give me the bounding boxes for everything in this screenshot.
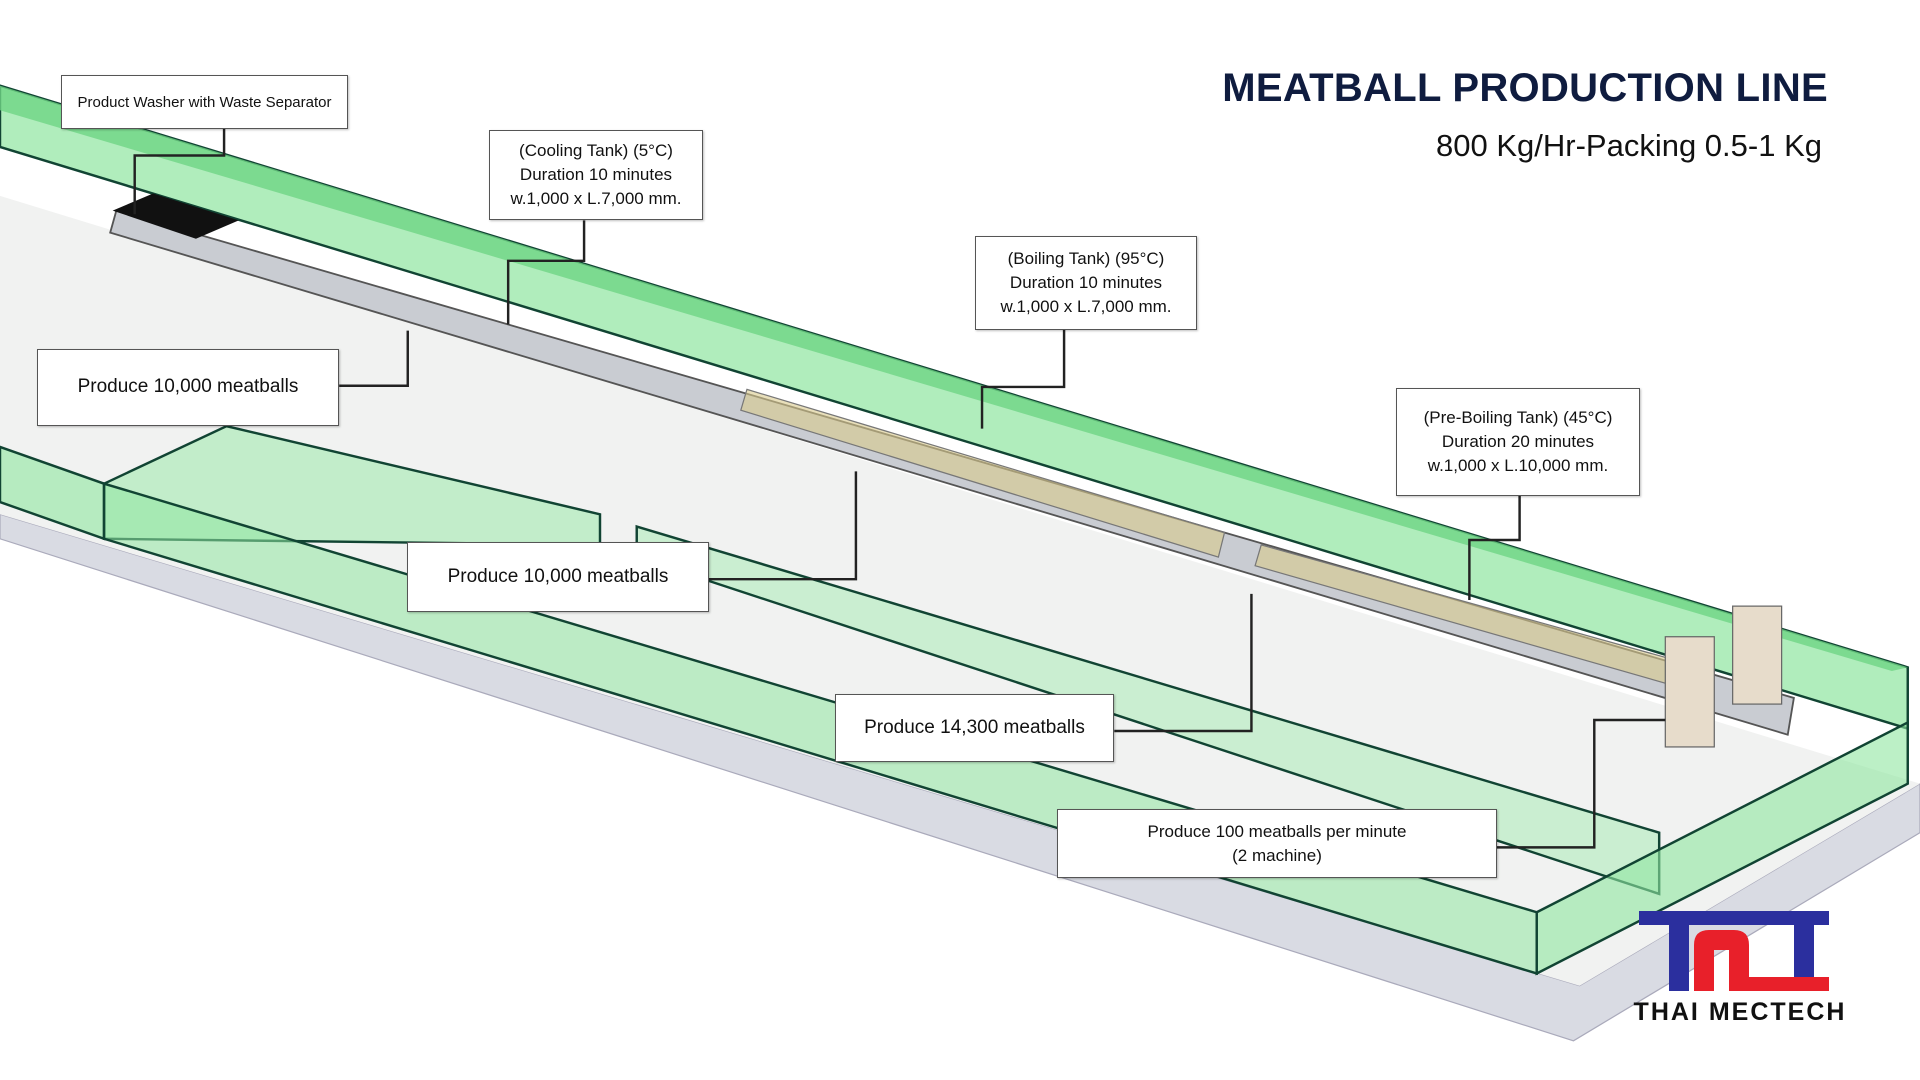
page-title: MEATBALL PRODUCTION LINE	[1222, 66, 1828, 110]
label-boiling-tank: (Boiling Tank) (95°C) Duration 10 minutes…	[975, 236, 1197, 330]
preboiling-name: (Pre-Boiling Tank) (45°C)	[1423, 408, 1613, 428]
boiling-cover	[740, 388, 1226, 558]
label-produce-former: Produce 100 meatballs per minute (2 machi…	[1057, 809, 1497, 878]
label-produce-boiling: Produce 10,000 meatballs	[407, 542, 709, 612]
produce-boiling-text: Produce 10,000 meatballs	[447, 565, 669, 587]
label-washer: Product Washer with Waste Separator	[61, 75, 348, 129]
company-logo	[1639, 911, 1829, 991]
former-machine-1	[1664, 636, 1715, 748]
floor-surface	[0, 195, 1920, 986]
washer-belt	[112, 193, 239, 239]
label-produce-preboiling: Produce 14,300 meatballs	[835, 694, 1114, 762]
preboiling-duration: Duration 20 minutes	[1441, 432, 1595, 452]
cooling-size: w.1,000 x L.7,000 mm.	[510, 188, 682, 208]
cooling-name: (Cooling Tank) (5°C)	[519, 141, 673, 161]
floor-slab	[0, 513, 1920, 1042]
back-wall-top	[0, 85, 1908, 672]
leader-lines	[133, 128, 1666, 849]
label-produce-cooling: Produce 10,000 meatballs	[37, 349, 339, 426]
page-subtitle: 800 Kg/Hr-Packing 0.5-1 Kg	[1436, 128, 1822, 163]
preboiling-size: w.1,000 x L.10,000 mm.	[1427, 455, 1609, 475]
label-cooling-tank: (Cooling Tank) (5°C) Duration 10 minutes w…	[489, 130, 703, 220]
cooling-duration: Duration 10 minutes	[519, 165, 673, 185]
produce-cooling-text: Produce 10,000 meatballs	[77, 376, 299, 398]
boiling-name: (Boiling Tank) (95°C)	[1007, 249, 1165, 269]
former-rate: Produce 100 meatballs per minute	[1147, 821, 1407, 841]
boiling-duration: Duration 10 minutes	[1009, 273, 1163, 293]
label-washer-text: Product Washer with Waste Separator	[77, 93, 332, 111]
former-machine-2	[1732, 605, 1783, 705]
boiling-size: w.1,000 x L.7,000 mm.	[1000, 296, 1172, 316]
former-count: (2 machine)	[1232, 845, 1322, 865]
company-name: THAI MECTECH	[1633, 998, 1847, 1026]
produce-preboiling-text: Produce 14,300 meatballs	[864, 716, 1085, 738]
label-preboiling-tank: (Pre-Boiling Tank) (45°C) Duration 20 min…	[1396, 388, 1640, 496]
front-wall-right	[1535, 720, 1909, 976]
